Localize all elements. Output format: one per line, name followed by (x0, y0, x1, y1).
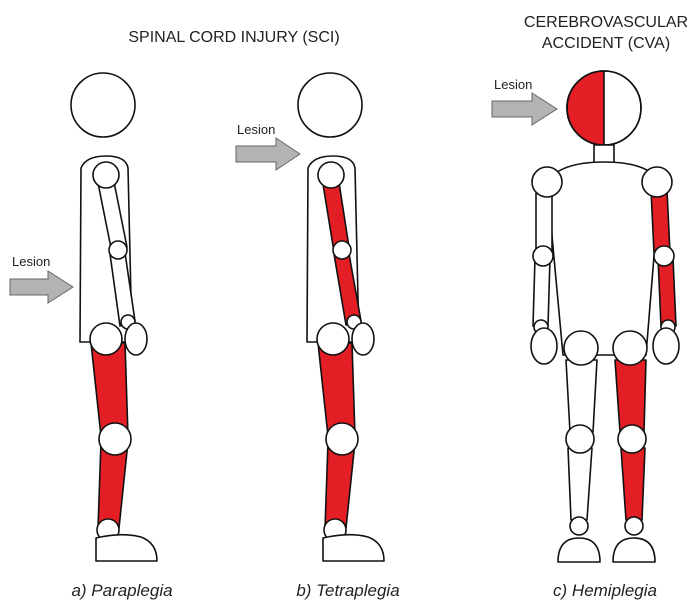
right-hip-joint (613, 331, 647, 365)
right-shoulder-joint (642, 167, 672, 197)
caption-tetraplegia: b) Tetraplegia (296, 581, 399, 600)
right-forearm-affected (658, 258, 676, 326)
shoulder-joint (318, 162, 344, 188)
cva-header-line1: CEREBROVASCULAR (524, 14, 688, 31)
thigh-affected (318, 343, 355, 436)
left-forearm (533, 258, 550, 326)
left-hand (531, 328, 557, 364)
knee-joint (99, 423, 131, 455)
elbow-joint (109, 241, 127, 259)
head (71, 73, 135, 137)
neck (594, 145, 614, 163)
right-upper-arm-affected (651, 190, 670, 253)
lesion-label-paraplegia: Lesion (12, 254, 50, 269)
lesion-arrow-paraplegia (10, 271, 73, 303)
right-shin-affected (621, 448, 645, 520)
hand (125, 323, 147, 355)
lesion-arrow-tetraplegia (236, 138, 300, 170)
hip-joint (90, 323, 122, 355)
lesion-label-hemiplegia: Lesion (494, 77, 532, 92)
lesion-arrow-hemiplegia (492, 93, 557, 125)
lesion-label-tetraplegia: Lesion (237, 122, 275, 137)
caption-hemiplegia: c) Hemiplegia (553, 581, 657, 600)
right-hand (653, 328, 679, 364)
left-hip-joint (564, 331, 598, 365)
foot (323, 535, 384, 561)
left-ankle-joint (570, 517, 588, 535)
head (298, 73, 362, 137)
cva-header-line2: ACCIDENT (CVA) (542, 35, 670, 52)
caption-paraplegia: a) Paraplegia (71, 581, 172, 600)
torso (547, 162, 660, 355)
shoulder-joint (93, 162, 119, 188)
right-elbow-joint (654, 246, 674, 266)
right-foot (613, 538, 655, 562)
sci-header: SPINAL CORD INJURY (SCI) (128, 29, 339, 46)
left-knee-joint (566, 425, 594, 453)
foot (96, 535, 157, 561)
elbow-joint (333, 241, 351, 259)
right-ankle-joint (625, 517, 643, 535)
hip-joint (317, 323, 349, 355)
right-thigh-affected (615, 360, 646, 432)
left-shoulder-joint (532, 167, 562, 197)
left-thigh (566, 360, 597, 432)
left-upper-arm (536, 190, 552, 253)
hand (352, 323, 374, 355)
figure-paraplegia: Lesion (10, 73, 157, 561)
left-elbow-joint (533, 246, 553, 266)
left-shin (568, 448, 592, 520)
right-knee-joint (618, 425, 646, 453)
figure-tetraplegia: Lesion (236, 73, 384, 561)
knee-joint (326, 423, 358, 455)
left-foot (558, 538, 600, 562)
figure-hemiplegia: Lesion (492, 71, 679, 562)
head-affected-half (567, 71, 604, 145)
thigh-affected (91, 343, 128, 436)
